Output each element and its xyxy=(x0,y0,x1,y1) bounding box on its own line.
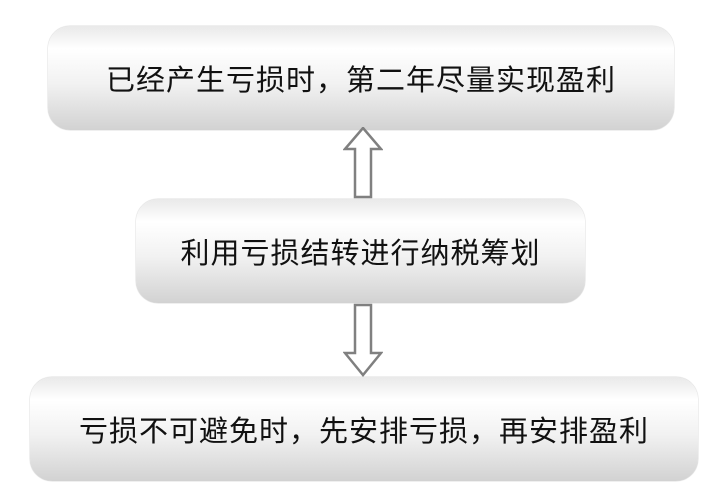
hollow-down-arrow-icon xyxy=(343,303,383,377)
middle-box-label: 利用亏损结转进行纳税筹划 xyxy=(180,236,541,270)
hollow-up-arrow-icon xyxy=(343,127,383,199)
bottom-box: 亏损不可避免时，先安排亏损，再安排盈利 xyxy=(30,377,698,481)
top-box-label: 已经产生亏损时，第二年尽量实现盈利 xyxy=(105,63,616,97)
middle-box: 利用亏损结转进行纳税筹划 xyxy=(136,199,585,303)
top-box: 已经产生亏损时，第二年尽量实现盈利 xyxy=(48,26,674,130)
bottom-box-label: 亏损不可避免时，先安排亏损，再安排盈利 xyxy=(78,414,649,448)
